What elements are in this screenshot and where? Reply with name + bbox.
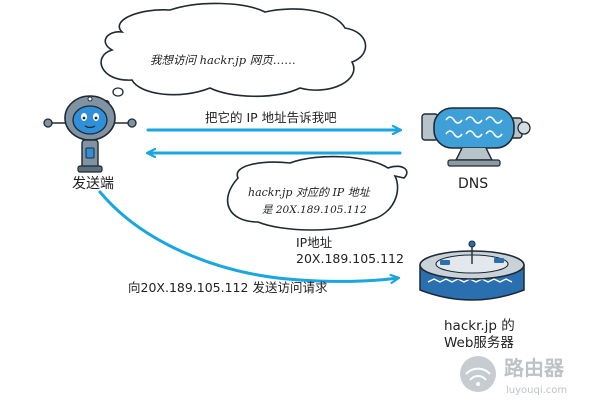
dns-server-icon	[421, 107, 531, 167]
dns-reply-line2: 是 20X.189.105.112	[262, 204, 367, 216]
watermark-logo	[460, 356, 496, 392]
arrow-query-label: 把它的 IP 地址告诉我吧	[205, 110, 337, 125]
arrow-request-to-web	[98, 190, 398, 281]
dns-reply-bubble	[226, 155, 408, 231]
thought-text: 我想访问 hackr.jp 网页……	[150, 53, 296, 67]
watermark-brand: 路由器	[504, 356, 565, 380]
thought-bubble-top	[100, 2, 367, 107]
web-label-line2: Web服务器	[444, 335, 514, 351]
sender-robot-icon	[43, 95, 137, 173]
web-server-icon	[419, 240, 525, 301]
watermark-domain: luyouqi.com	[506, 385, 567, 396]
thought-dot-large	[112, 87, 124, 97]
request-label: 向20X.189.105.112 发送访问请求	[128, 280, 328, 295]
dns-label: DNS	[458, 176, 488, 192]
dns-reply-line1: hackr.jp 对应的 IP 地址	[248, 186, 371, 199]
ip-label-line1: IP地址	[296, 235, 333, 250]
web-label-line1: hackr.jp 的	[444, 318, 515, 334]
ip-label-line2: 20X.189.105.112	[296, 251, 404, 266]
sender-label: 发送端	[72, 176, 114, 192]
